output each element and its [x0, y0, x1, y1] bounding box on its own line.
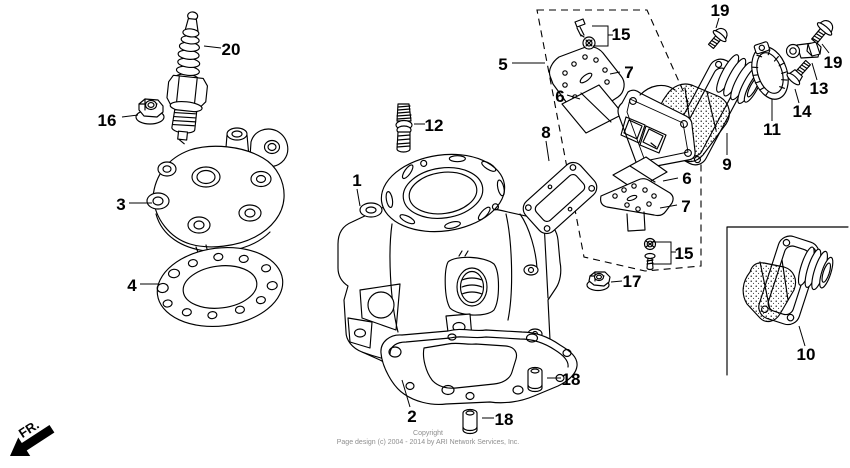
flange-bolt-19-right	[811, 20, 834, 44]
copyright-line1: Copyright	[413, 430, 443, 437]
callout-18-lower[interactable]: 18	[495, 410, 514, 429]
leader-lines	[121, 17, 830, 419]
intake-manifold-10	[742, 235, 834, 326]
callout-8[interactable]: 8	[541, 123, 550, 142]
callout-9[interactable]: 9	[722, 155, 731, 174]
reed-valve-body	[617, 84, 696, 169]
callout-19-right[interactable]: 19	[824, 53, 843, 72]
flange-nut-17	[586, 271, 611, 292]
callout-11[interactable]: 11	[763, 120, 781, 139]
reed-screws-top	[574, 18, 596, 50]
spark-plug	[166, 11, 209, 145]
callout-12[interactable]: 12	[425, 116, 444, 135]
callout-labels: 20 16 3 4 12 1 2 18 18 5 15 7 6 8 6 7 15…	[98, 1, 843, 429]
dowel-pin-18-lower	[462, 408, 478, 435]
callout-3[interactable]: 3	[116, 195, 125, 214]
callout-1[interactable]: 1	[352, 171, 361, 190]
callout-13[interactable]: 13	[810, 79, 829, 98]
callout-19-left[interactable]: 19	[711, 1, 730, 20]
cylinder-head	[146, 127, 289, 258]
flange-bolt-19-left	[707, 27, 728, 50]
reed-screws-bottom	[643, 237, 657, 271]
callout-20[interactable]: 20	[222, 40, 241, 59]
front-arrow-icon	[10, 424, 55, 456]
dowel-pin-18-upper	[527, 366, 543, 393]
callout-15-bottom[interactable]: 15	[675, 244, 694, 263]
callout-14[interactable]: 14	[793, 102, 812, 121]
flange-nut-16	[135, 98, 165, 125]
callout-2[interactable]: 2	[407, 407, 416, 426]
callout-10[interactable]: 10	[797, 345, 816, 364]
reed-valve-assembly-boundary	[536, 9, 702, 272]
callout-17[interactable]: 17	[623, 272, 642, 291]
callout-6-bottom[interactable]: 6	[682, 169, 691, 188]
manifold-10-frame	[726, 226, 849, 376]
reed-stopper-bottom	[600, 178, 674, 232]
callout-16[interactable]: 16	[98, 111, 117, 130]
callout-15-top[interactable]: 15	[612, 25, 631, 44]
base-gasket	[380, 328, 578, 406]
clamp-band	[751, 41, 789, 100]
tube-clamp	[785, 41, 822, 59]
callout-4[interactable]: 4	[127, 276, 137, 295]
callout-7-top[interactable]: 7	[624, 63, 633, 82]
flange-bolt-14	[786, 59, 811, 86]
front-direction-marker: FR.	[10, 417, 55, 456]
callout-18-upper[interactable]: 18	[562, 370, 581, 389]
callout-5[interactable]: 5	[498, 55, 507, 74]
reed-valve-gasket	[522, 161, 598, 235]
copyright-block: Copyright Page design (c) 2004 - 2014 by…	[337, 430, 520, 446]
head-gasket	[156, 246, 284, 328]
callout-6-top[interactable]: 6	[555, 87, 564, 106]
callout-7-bottom[interactable]: 7	[681, 197, 690, 216]
copyright-line2: Page design (c) 2004 - 2014 by ARI Netwo…	[337, 439, 520, 446]
stud-bolt	[395, 103, 413, 153]
